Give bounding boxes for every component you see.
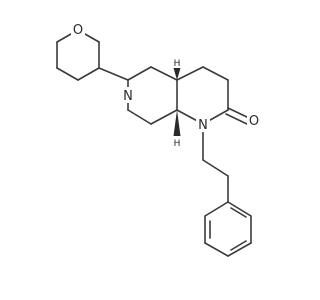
bond-c8-c7 xyxy=(127,109,152,125)
bond-ch2-ch2 xyxy=(202,159,229,177)
bond-ph-6 xyxy=(204,201,229,217)
label-bg-n6 xyxy=(121,87,135,103)
bond-n6-c5 xyxy=(127,66,152,81)
bond-ph-double-2 xyxy=(230,240,247,251)
atom-carbonyl-oxygen: O xyxy=(249,114,259,129)
bond-c8a-c8 xyxy=(150,109,178,125)
phenethyl-chain xyxy=(202,123,229,203)
stereo-wedge-4a xyxy=(173,68,181,80)
carbonyl-double-bond xyxy=(225,107,250,125)
bond-ph-4 xyxy=(204,242,229,257)
atom-h-8a: H xyxy=(174,139,181,149)
benzene-ring xyxy=(204,201,252,257)
tetrahydropyran-ring xyxy=(56,29,100,81)
label-bg-n1 xyxy=(196,116,210,132)
atom-pyran-oxygen: O xyxy=(73,23,83,38)
atom-n6: N xyxy=(123,89,133,104)
piperidine-ring xyxy=(127,66,178,125)
bond-ph-double-1 xyxy=(230,207,247,218)
label-bg-carbonyl-oxygen xyxy=(247,112,261,128)
label-bg-pyran-oxygen xyxy=(71,21,85,37)
stereo-wedge-8a xyxy=(173,110,181,136)
bond-c4a-c4 xyxy=(176,66,204,81)
bond-pyran-to-n6 xyxy=(98,67,129,81)
bond-pyran-4 xyxy=(56,67,79,81)
atom-h-4a: H xyxy=(174,59,181,69)
lactam-ring xyxy=(176,66,229,125)
bond-ph-1 xyxy=(227,201,252,217)
bond-ph-3 xyxy=(227,242,252,257)
bond-carbonyl-a xyxy=(227,107,250,119)
bond-c5-c4a xyxy=(150,66,178,81)
bond-carbonyl-b xyxy=(225,113,248,125)
bond-pyran-3 xyxy=(77,67,100,81)
molecule-diagram: O N N O H H xyxy=(56,21,261,257)
bond-c4-c3 xyxy=(202,66,229,81)
atom-n1: N xyxy=(198,118,208,133)
